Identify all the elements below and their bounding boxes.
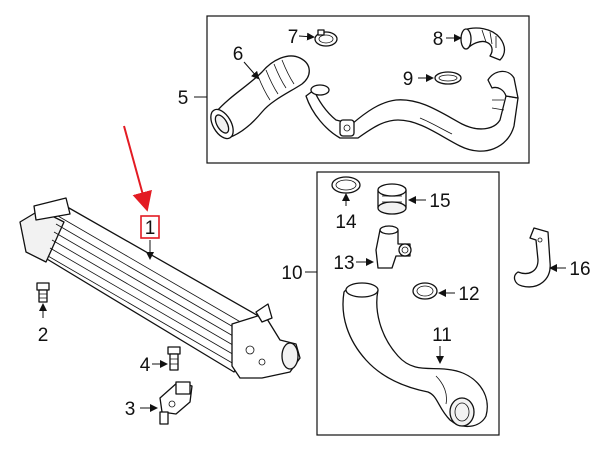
callout-11-label: 11 [432,325,452,346]
part-9-o-ring [434,71,462,85]
part-7-clamp [314,29,338,47]
part-4-bolt [167,346,181,371]
callout-7-label: 7 [288,27,299,48]
callout-3-label: 3 [125,399,136,420]
callout-8-label: 8 [433,29,444,50]
part-2-bolt [36,282,50,303]
part-11-lower-hose [342,282,488,427]
callout-9-label: 9 [403,69,414,90]
callout-5-label: 5 [178,88,189,109]
lower-hose-group-box [316,171,500,436]
part-6-inlet-hose [210,55,310,140]
callout-6-label: 6 [233,44,244,65]
red-pointer-arrow [123,125,152,212]
part-15-coupler [377,183,407,215]
callout-13-label: 13 [333,253,354,274]
callout-1-label: 1 [145,218,156,239]
callout-15-label: 15 [429,191,450,212]
callout-12-label: 12 [458,284,479,305]
part-14-clamp [331,176,361,194]
upper-hose-group-box [206,15,530,164]
callout-1-highlight-box [140,215,160,239]
part-3-sensor [159,381,193,425]
part-12-clamp [412,282,438,300]
callout-4-label: 4 [140,355,151,376]
part-16-bracket [513,227,551,288]
callout-7-leader [298,32,315,41]
part-1-intercooler [19,197,301,379]
callout-6-leader [243,61,260,80]
callout-16-label: 16 [569,259,590,280]
callout-10-label: 10 [281,263,302,284]
part-8-elbow-hose [460,27,506,61]
callout-14-label: 14 [335,212,357,233]
part-13-t-connector [375,225,412,269]
callout-2-label: 2 [38,325,49,346]
upper-intercooler-pipe [305,70,519,152]
